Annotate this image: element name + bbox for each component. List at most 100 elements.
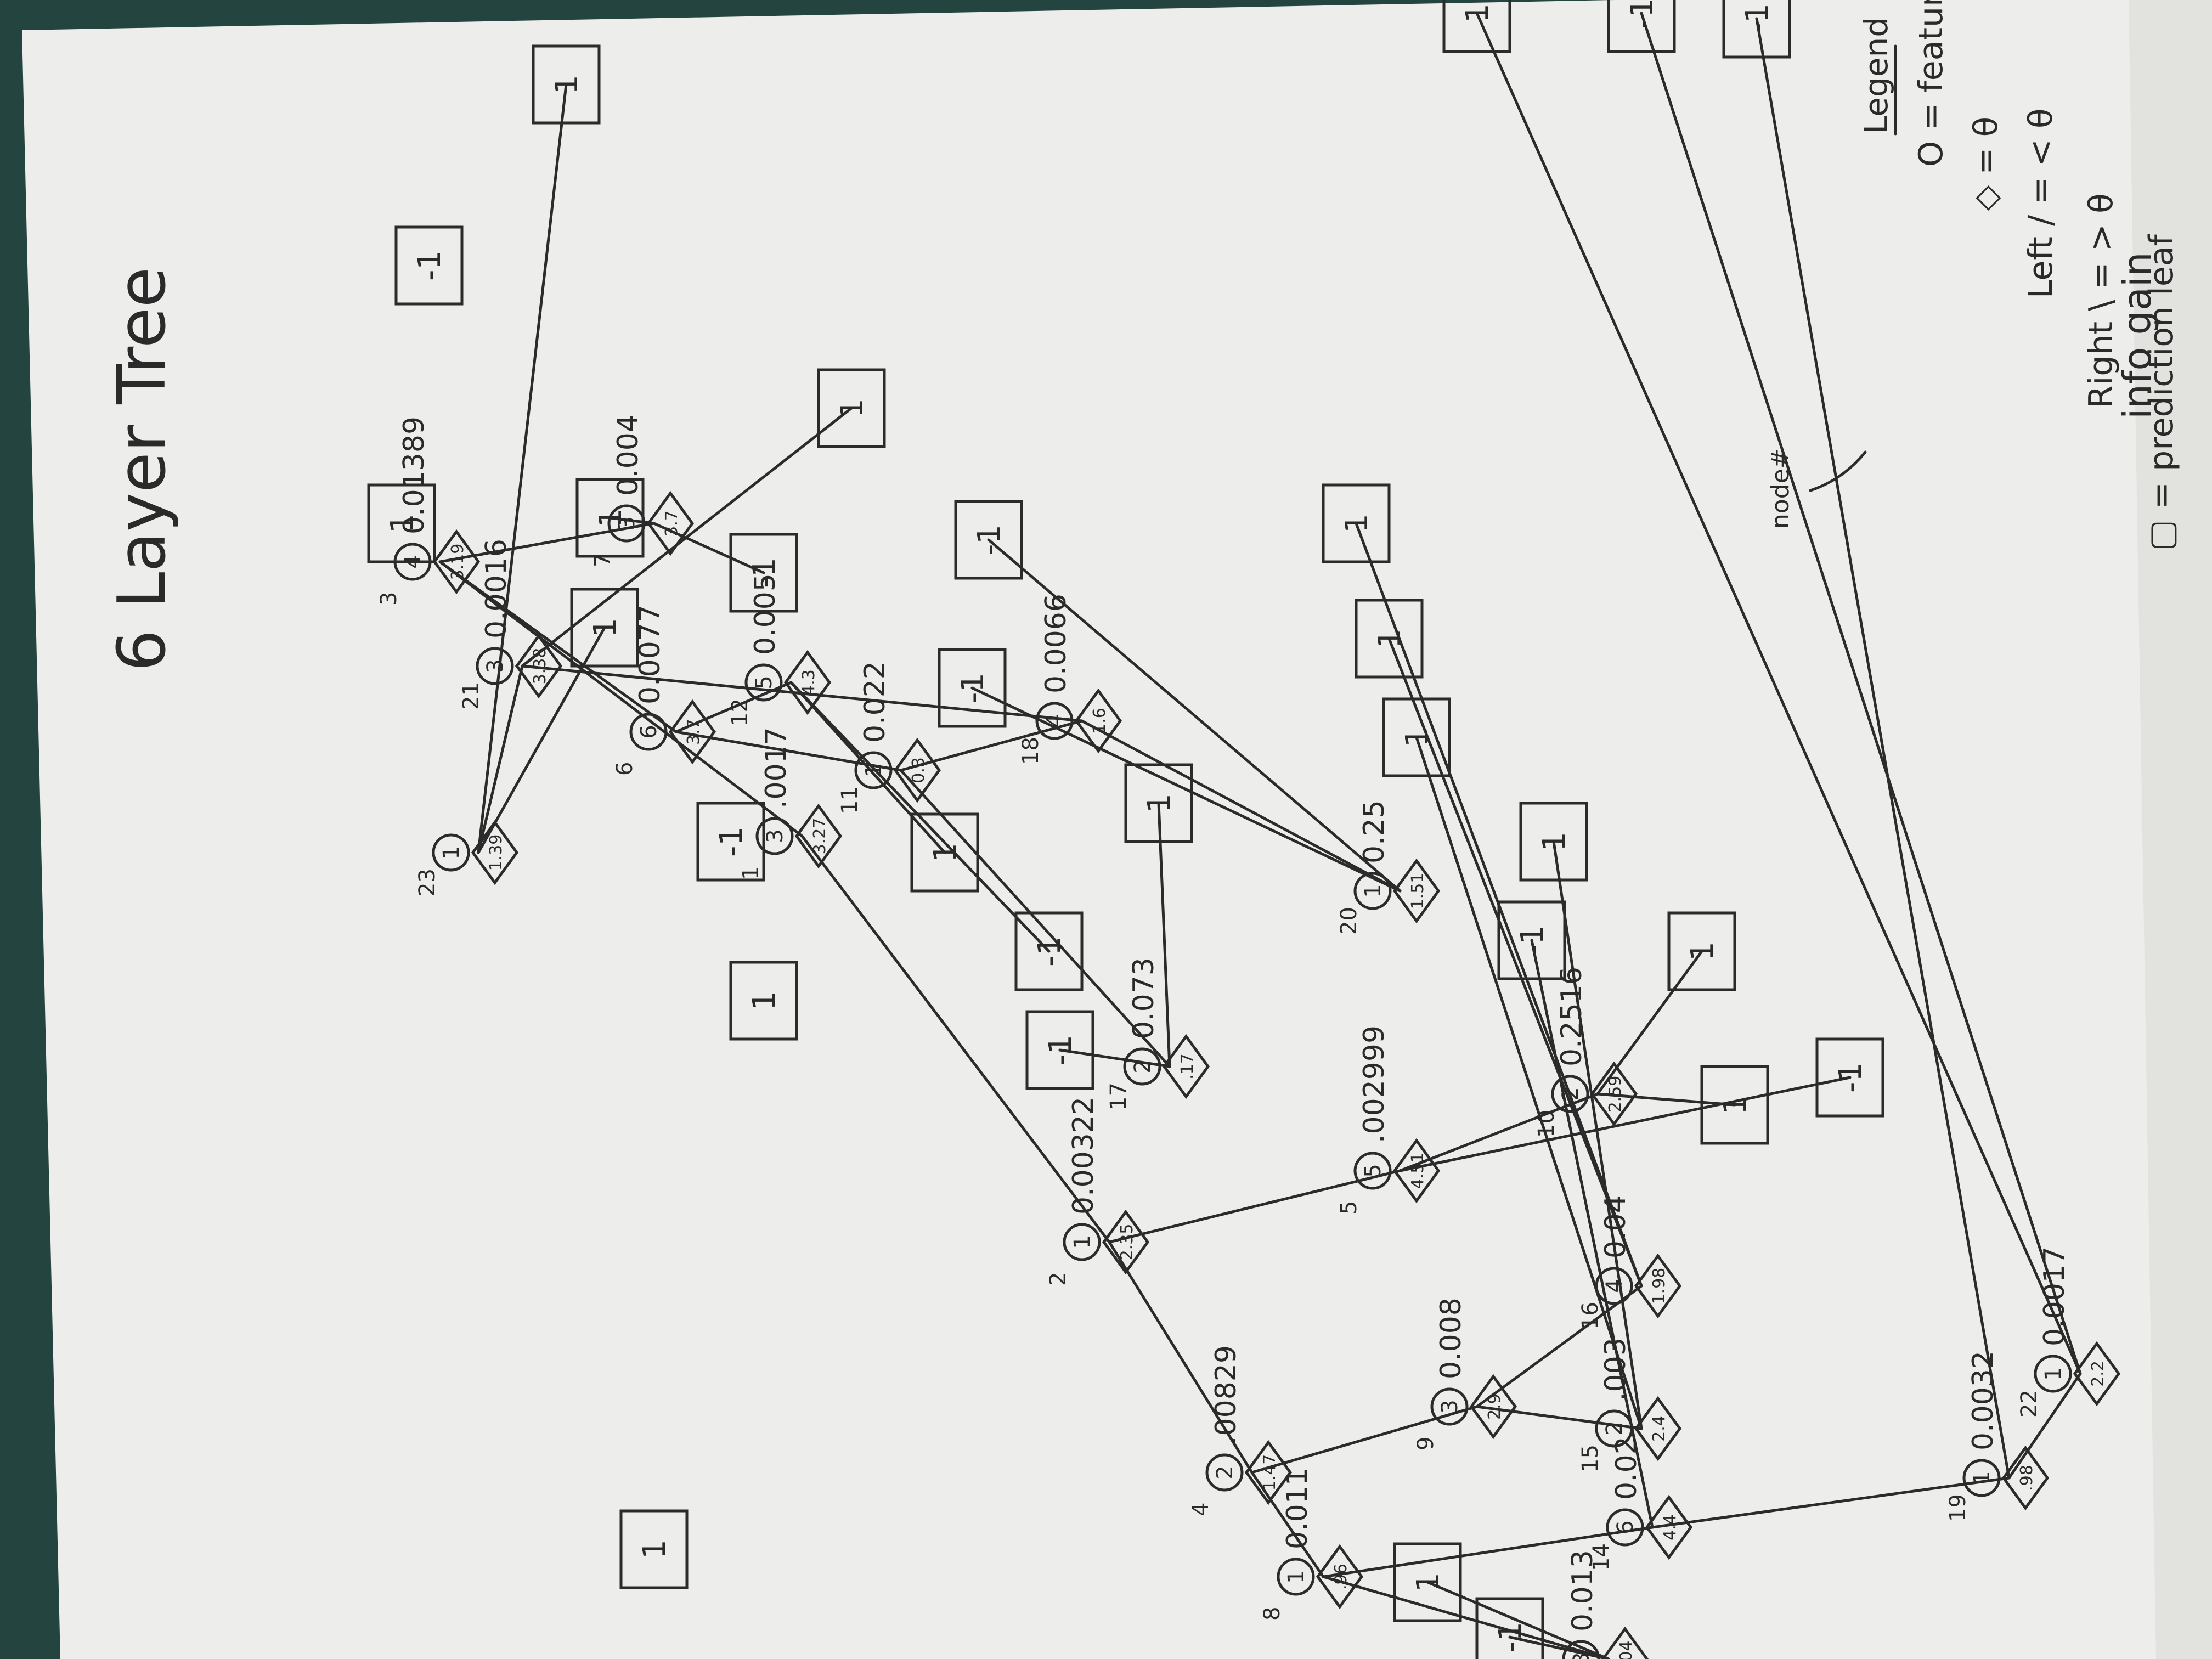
feature-label: 5 — [1361, 1164, 1386, 1177]
leaf-value: -1 — [1624, 0, 1660, 29]
tree-edge-10-L5 — [1596, 950, 1703, 1096]
leaf-value: -1 — [714, 826, 749, 857]
threshold-label: 2.2 — [2089, 1361, 2108, 1387]
legend-heading: Legend — [1858, 17, 1895, 134]
prediction-leaf-L1: -1 — [1475, 1597, 1544, 1659]
feature-circle — [744, 663, 783, 702]
leaf-value: 1 — [1685, 941, 1720, 961]
leaf-box — [1667, 911, 1736, 991]
prediction-leaf-L26: 1 — [367, 483, 436, 563]
leaf-value: 1 — [549, 75, 585, 94]
leaf-value: -1 — [1043, 1035, 1079, 1065]
leaf-box — [696, 802, 765, 882]
rotated-drawing: 6 Layer Tree Legend O = feature ◇ = θ Le… — [104, 0, 2181, 1659]
info-gain-label: .002999 — [1358, 1025, 1391, 1143]
tree-edge-7-L20 — [652, 522, 765, 574]
leaf-value: 1 — [1537, 832, 1572, 851]
legend-line-right: Right \ = > θ — [2082, 193, 2120, 408]
tree-edge-2-4 — [1108, 1240, 1254, 1474]
feature-circle — [1035, 702, 1074, 740]
leaf-value: 1 — [1339, 514, 1375, 533]
leaf-value: 1 — [1142, 793, 1177, 813]
feature-label: 2 — [1130, 1059, 1155, 1073]
threshold-diamond — [2001, 1445, 2050, 1511]
info-gain-label: 0.0066 — [1040, 594, 1073, 693]
legend-line-threshold: ◇ = θ — [1967, 117, 2005, 211]
prediction-leaf-L5: 1 — [1667, 911, 1736, 991]
info-gain-label: 0.01389 — [398, 416, 431, 534]
leaf-box — [1124, 763, 1193, 843]
page-title: 6 Layer Tree — [104, 267, 180, 672]
node-number-label: 19 — [1945, 1494, 1971, 1522]
threshold-diamond — [1392, 858, 1441, 924]
threshold-label: 1.51 — [1408, 873, 1427, 910]
tree-edge-8-13 — [1322, 1575, 1610, 1659]
threshold-label: 3.7 — [662, 510, 681, 537]
info-gain-label: 0.0016 — [480, 539, 513, 639]
info-gain-label: 0.00322 — [1067, 1097, 1100, 1215]
info-gain-label: .0017 — [760, 727, 793, 809]
feature-circle — [476, 647, 514, 685]
feature-circle — [755, 817, 794, 855]
prediction-leaf-L2: 1 — [1393, 1542, 1462, 1622]
prediction-leaf-L3: -1 — [1815, 1037, 1884, 1118]
leaf-value: 1 — [385, 514, 420, 533]
leaf-box — [1607, 0, 1676, 53]
node-number-label: 10 — [1534, 1110, 1559, 1138]
tree-edge-22-L11 — [1475, 12, 2082, 1375]
tree-edge-17-L15 — [1157, 802, 1171, 1068]
leaf-box — [1025, 1010, 1094, 1090]
feature-label: 4 — [1602, 1279, 1627, 1293]
threshold-label: 2.9 — [1485, 1393, 1504, 1420]
leaf-box — [1382, 697, 1451, 777]
tree-edge-3-7 — [438, 522, 656, 563]
leaf-value: 1 — [1372, 629, 1408, 648]
tree-edge-18-20 — [1080, 719, 1402, 893]
prediction-leaf-L28: 1 — [729, 961, 798, 1041]
legend-line-left: Left / = < θ — [2022, 108, 2060, 298]
legend-line-leaf: ▢ = prediction leaf — [2142, 233, 2181, 551]
feature-label: 6 — [1613, 1520, 1638, 1534]
feature-label: 6 — [636, 725, 662, 738]
feature-label: 1 — [1970, 1471, 1995, 1485]
leaf-box — [729, 961, 798, 1041]
feature-label: 3 — [1569, 1652, 1594, 1659]
tree-edge-15-L7 — [1415, 736, 1643, 1430]
tree-edge-1-2 — [800, 834, 1111, 1244]
prediction-leaf-L11: 1 — [1442, 0, 1511, 53]
threshold-label: 1.47 — [1260, 1454, 1279, 1491]
prediction-leaf-L7: 1 — [1382, 697, 1451, 777]
feature-label: 1 — [439, 845, 464, 859]
feature-circle — [1123, 1047, 1161, 1086]
feature-circle — [1063, 1223, 1101, 1261]
prediction-leaf-L10: 1 — [1355, 599, 1424, 679]
leaf-box — [729, 533, 798, 613]
info-gain-label: .003 — [1599, 1338, 1632, 1401]
leaf-value: 1 — [588, 618, 623, 637]
leaf-box — [954, 500, 1023, 580]
feature-circle — [1277, 1558, 1315, 1596]
node-number-label: 5 — [1336, 1201, 1362, 1215]
threshold-label: 4.4 — [1661, 1514, 1680, 1541]
leaf-value: 1 — [834, 398, 870, 418]
node-number-label: 6 — [612, 762, 637, 776]
leaf-box — [367, 483, 436, 563]
leaf-value: -1 — [412, 250, 448, 281]
leaf-value: -1 — [747, 557, 782, 588]
threshold-label: .98 — [2017, 1465, 2036, 1491]
tree-edge-21-L18 — [521, 407, 853, 668]
feature-circle — [1353, 872, 1392, 910]
leaf-box — [1393, 1542, 1462, 1622]
threshold-diamond — [646, 490, 695, 556]
threshold-label: 1.6 — [1090, 708, 1109, 734]
prediction-leaf-L22: -1 — [1014, 911, 1084, 991]
